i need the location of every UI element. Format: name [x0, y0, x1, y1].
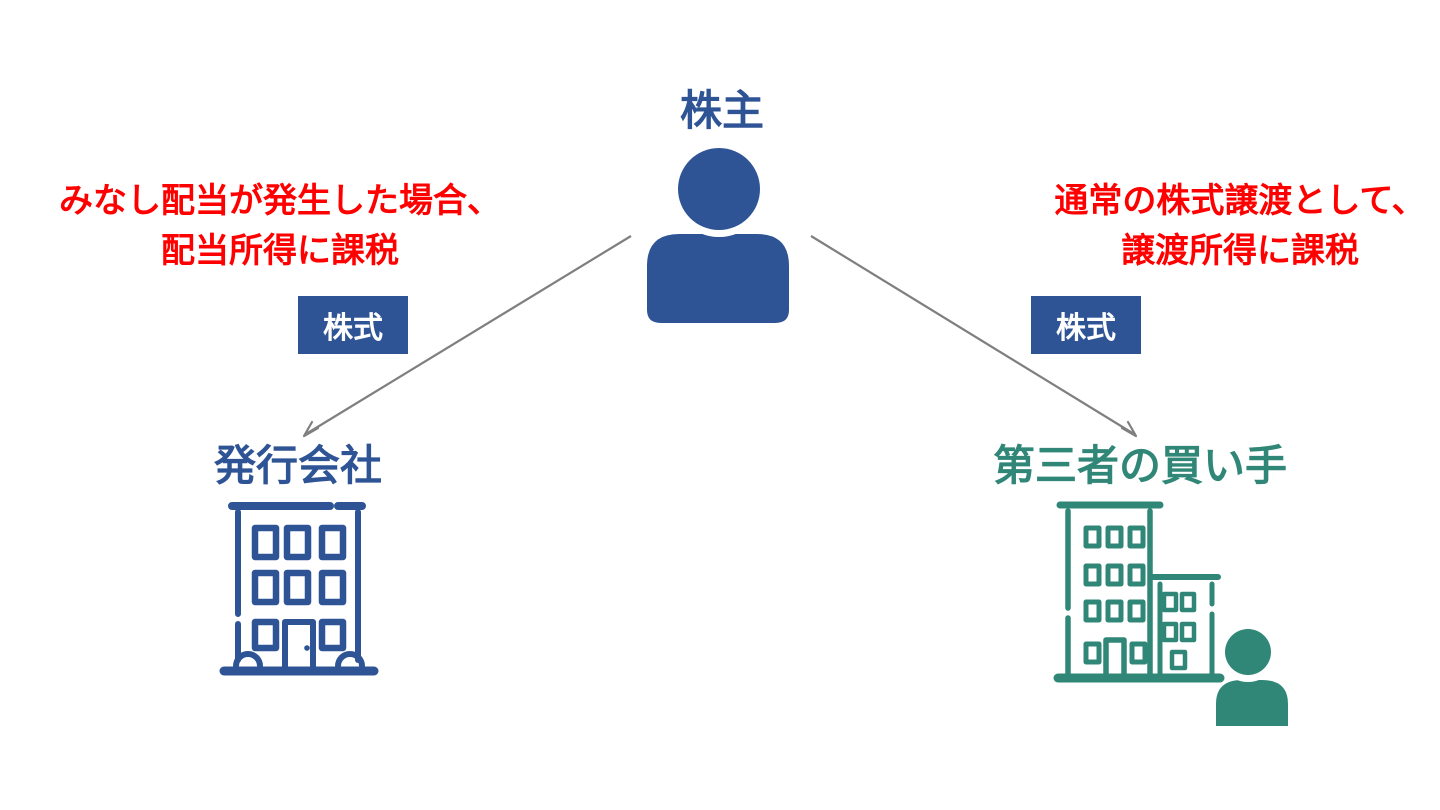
shareholder-label: 株主 [679, 87, 764, 134]
person-icon [647, 146, 789, 323]
left-tax-note-line1: みなし配当が発生した場合、 [59, 182, 501, 220]
stock-box-left-label: 株式 [323, 312, 383, 345]
buildings-person-icon [1053, 501, 1288, 726]
stock-box-right-label: 株式 [1056, 312, 1116, 345]
issuer-label: 発行会社 [213, 442, 382, 489]
left-tax-note-line2: 配当所得に課税 [161, 232, 399, 270]
left-tax-note: みなし配当が発生した場合、 配当所得に課税 [25, 176, 535, 276]
arrow-left [302, 235, 632, 438]
right-tax-note: 通常の株式譲渡として、 譲渡所得に課税 [1040, 176, 1440, 276]
right-tax-note-line1: 通常の株式譲渡として、 [1054, 182, 1426, 220]
right-tax-note-line2: 譲渡所得に課税 [1121, 232, 1359, 270]
building-icon [219, 502, 379, 676]
buyer-label: 第三者の買い手 [992, 442, 1287, 489]
arrow-right [810, 235, 1138, 438]
stock-box-left: 株式 [298, 296, 408, 354]
stock-box-right: 株式 [1031, 296, 1141, 354]
